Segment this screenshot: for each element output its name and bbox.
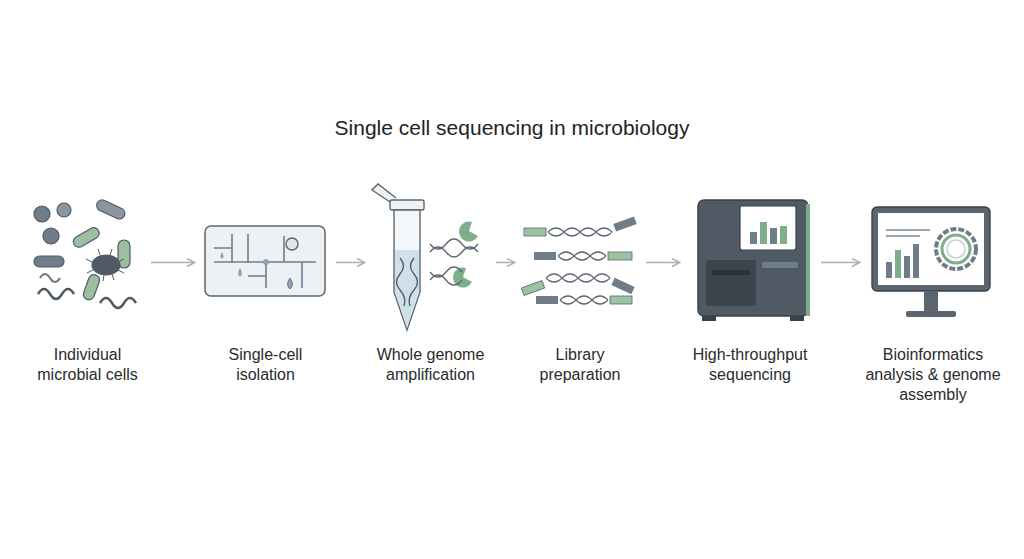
process-step: Library preparation [520,200,640,325]
process-step: Whole genome amplification [370,200,490,325]
computer-monitor [872,207,990,317]
sequencer-machine [698,200,810,321]
step-caption: Individual microbial cells [25,345,150,385]
flow-arrow [821,262,859,264]
library-fragments [521,216,636,304]
flow-arrow [646,262,679,264]
process-step: Single-cell isolation [200,200,330,325]
step-caption: Bioinformatics analysis & genome assembl… [853,345,1013,405]
diagram-title: Single cell sequencing in microbiology [0,116,1024,140]
microbe-icons [34,198,136,308]
step-caption: Whole genome amplification [363,345,498,385]
flow-arrow [496,262,514,264]
step-caption: Single-cell isolation [213,345,318,385]
process-step: Individual microbial cells [30,200,145,325]
step-caption: High-throughput sequencing [675,345,825,385]
process-step: High-throughput sequencing [685,200,815,325]
step-caption: Library preparation [530,345,630,385]
tube-icon [372,184,478,330]
flow-arrow [151,262,194,264]
microfluidic-chip [205,226,325,296]
process-step: Bioinformatics analysis & genome assembl… [865,200,1000,325]
flow-arrow [336,262,364,264]
